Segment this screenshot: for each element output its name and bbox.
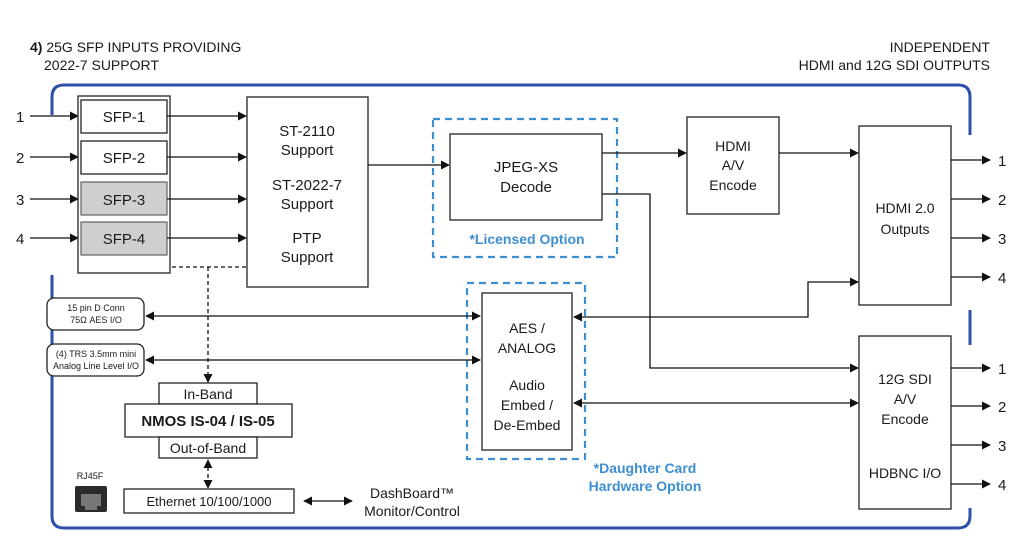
sfp-3-box bbox=[80, 181, 168, 216]
audio-block: AES / ANALOG Audio Embed / De-Embed *Dau… bbox=[465, 281, 702, 494]
sfp-4-label: SFP-4 bbox=[103, 231, 146, 248]
header-left-line1: 4) 25G SFP INPUTS PROVIDING bbox=[30, 39, 241, 55]
svg-text:15 pin D Conn: 15 pin D Conn bbox=[67, 303, 125, 313]
svg-text:12G SDI: 12G SDI bbox=[878, 371, 932, 387]
hdmi-encode-block: HDMI A/V Encode bbox=[686, 116, 780, 215]
sfp-to-support-arrows bbox=[167, 111, 247, 243]
hdmi-out-number-3: 3 bbox=[998, 231, 1006, 248]
ethernet-label: Ethernet 10/100/1000 bbox=[146, 494, 271, 509]
nmos-label: NMOS IS-04 / IS-05 bbox=[141, 413, 274, 430]
rj45-connector: RJ45F bbox=[75, 471, 107, 512]
monitor-control-label: Monitor/Control bbox=[364, 503, 460, 519]
sfp-2-label: SFP-2 bbox=[103, 150, 146, 167]
svg-text:HDMI: HDMI bbox=[715, 138, 751, 154]
svg-text:Embed /: Embed / bbox=[501, 397, 553, 413]
input-number-1: 1 bbox=[16, 109, 24, 126]
svg-text:Audio: Audio bbox=[509, 377, 545, 393]
decode-box bbox=[449, 133, 603, 221]
input-number-3: 3 bbox=[16, 192, 24, 209]
outofband-label: Out-of-Band bbox=[170, 440, 246, 456]
daughter-card-note-2: Hardware Option bbox=[589, 478, 702, 494]
support-box bbox=[246, 96, 369, 288]
ethernet-box bbox=[123, 488, 295, 514]
svg-text:Support: Support bbox=[281, 142, 334, 159]
svg-text:Support: Support bbox=[281, 196, 334, 213]
rj45-port bbox=[81, 494, 101, 506]
input-number-4: 4 bbox=[16, 231, 24, 248]
dconn-connector: 15 pin D Conn 75Ω AES I/O bbox=[46, 297, 145, 331]
svg-text:HDMI 2.0: HDMI 2.0 bbox=[875, 200, 934, 216]
svg-text:PTP: PTP bbox=[292, 230, 321, 247]
inband-label: In-Band bbox=[183, 386, 232, 402]
trs-box bbox=[46, 343, 145, 377]
outofband-box bbox=[158, 436, 258, 459]
svg-text:De-Embed: De-Embed bbox=[494, 417, 561, 433]
svg-text:A/V: A/V bbox=[894, 391, 917, 407]
ethernet-block: Ethernet 10/100/1000 bbox=[123, 488, 295, 514]
svg-text:ST-2022-7: ST-2022-7 bbox=[272, 177, 342, 194]
dconn-box bbox=[46, 297, 145, 331]
svg-text:75Ω AES I/O: 75Ω AES I/O bbox=[70, 315, 122, 325]
header-right-line1: INDEPENDENT bbox=[890, 39, 991, 55]
audio-hdmi-link bbox=[573, 277, 859, 322]
hdmi-outputs-block: HDMI 2.0 Outputs 1 2 3 4 bbox=[858, 125, 1006, 306]
support-block: ST-2110 Support ST-2022-7 Support PTP Su… bbox=[246, 96, 369, 288]
svg-text:Analog Line Level I/O: Analog Line Level I/O bbox=[53, 361, 139, 371]
hdmi-out-number-4: 4 bbox=[998, 270, 1006, 287]
sfp-4-box bbox=[80, 221, 168, 256]
sdi-box bbox=[858, 335, 952, 510]
svg-text:ANALOG: ANALOG bbox=[498, 340, 556, 356]
hdmi-outputs-box bbox=[858, 125, 952, 306]
decode-block: JPEG-XS Decode *Licensed Option bbox=[431, 117, 619, 259]
sfp-2-box bbox=[80, 140, 168, 175]
svg-text:Encode: Encode bbox=[881, 411, 929, 427]
sfp-3-label: SFP-3 bbox=[103, 192, 146, 209]
sfp-group: SFP-1 SFP-2 SFP-3 SFP-4 bbox=[77, 95, 171, 274]
daughter-card-note-1: *Daughter Card bbox=[594, 460, 697, 476]
dashboard-label: DashBoard™ bbox=[370, 485, 454, 501]
nmos-block: In-Band NMOS IS-04 / IS-05 Out-of-Band bbox=[124, 382, 293, 459]
licensed-option-note: *Licensed Option bbox=[469, 231, 584, 247]
sdi-out-number-3: 3 bbox=[998, 438, 1006, 455]
sdi-block: 12G SDI A/V Encode HDBNC I/O 1 2 3 4 bbox=[858, 335, 1006, 510]
header-right-line2: HDMI and 12G SDI OUTPUTS bbox=[799, 57, 990, 73]
svg-text:A/V: A/V bbox=[722, 157, 745, 173]
svg-text:(4) TRS 3.5mm mini: (4) TRS 3.5mm mini bbox=[56, 349, 136, 359]
svg-text:Outputs: Outputs bbox=[880, 221, 929, 237]
svg-text:Decode: Decode bbox=[500, 179, 552, 196]
hdmi-encode-box bbox=[686, 116, 780, 215]
header-left-line2: 2022-7 SUPPORT bbox=[44, 57, 159, 73]
svg-text:HDBNC I/O: HDBNC I/O bbox=[869, 465, 941, 481]
svg-text:JPEG-XS: JPEG-XS bbox=[494, 159, 558, 176]
input-number-2: 2 bbox=[16, 150, 24, 167]
sfp-1-box bbox=[80, 99, 168, 134]
main-frame bbox=[50, 83, 972, 530]
hdmi-out-number-1: 1 bbox=[998, 153, 1006, 170]
licensed-option-outline bbox=[431, 117, 619, 259]
audio-box bbox=[481, 292, 573, 451]
sfp-1-label: SFP-1 bbox=[103, 109, 146, 126]
sdi-out-number-4: 4 bbox=[998, 477, 1006, 494]
sdi-out-number-1: 1 bbox=[998, 361, 1006, 378]
rj45-label: RJ45F bbox=[77, 471, 104, 481]
svg-text:ST-2110: ST-2110 bbox=[279, 123, 335, 140]
svg-text:Encode: Encode bbox=[709, 177, 757, 193]
daughter-card-outline bbox=[465, 281, 587, 461]
svg-text:AES /: AES / bbox=[509, 320, 545, 336]
svg-text:Support: Support bbox=[281, 249, 334, 266]
sdi-out-number-2: 2 bbox=[998, 399, 1006, 416]
decode-to-sdi-arrow bbox=[602, 193, 859, 373]
input-arrows: 1 2 3 4 bbox=[16, 109, 79, 248]
hdmi-out-number-2: 2 bbox=[998, 192, 1006, 209]
trs-connector: (4) TRS 3.5mm mini Analog Line Level I/O bbox=[46, 343, 145, 377]
